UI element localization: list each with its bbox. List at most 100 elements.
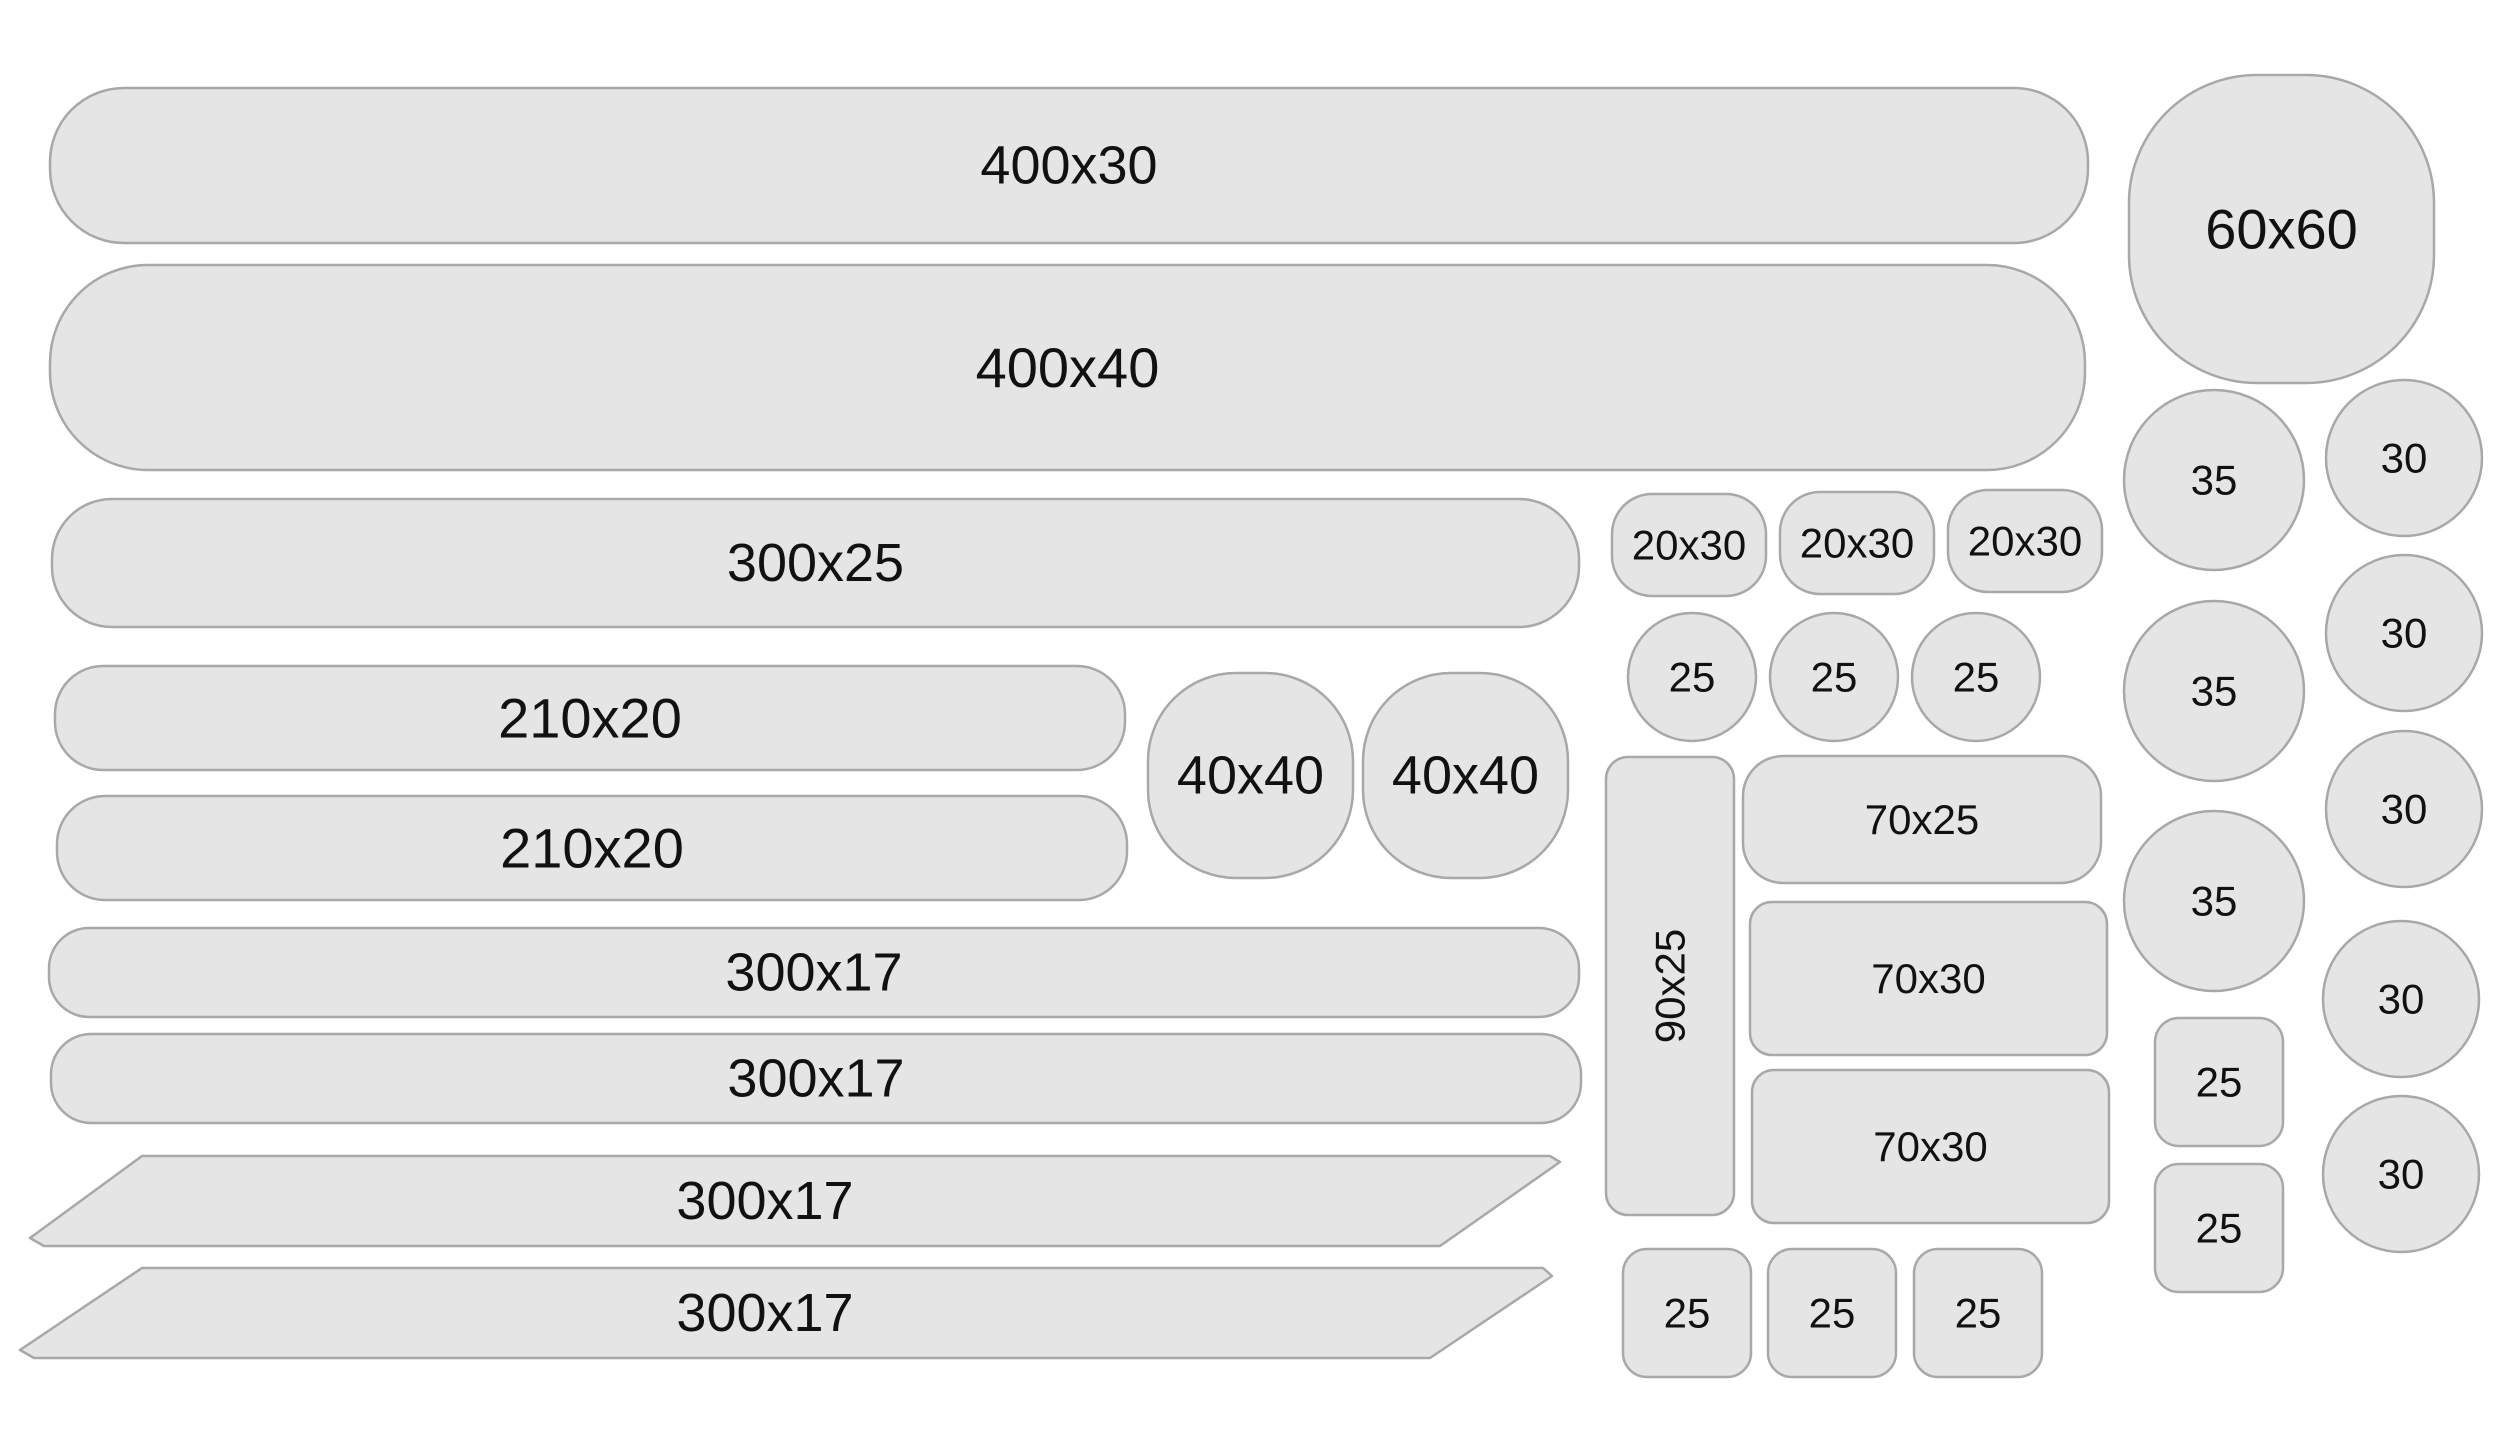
piece-size-label: 70x30 bbox=[1871, 955, 1985, 1002]
piece-size-label: 25 bbox=[1953, 654, 2000, 701]
piece-25-circle: 25 bbox=[1910, 611, 2042, 743]
piece-25-rounded-square: 25 bbox=[2153, 1162, 2285, 1294]
circle-shape bbox=[1910, 611, 2042, 743]
rounded-rect-shape bbox=[1741, 754, 2103, 885]
rounded-rect-shape bbox=[53, 664, 1127, 772]
piece-size-label: 35 bbox=[2191, 878, 2238, 925]
rounded-rect-shape bbox=[1778, 490, 1936, 596]
piece-300x25-rounded-rect: 300x25 bbox=[50, 497, 1581, 629]
circle-shape bbox=[2122, 388, 2306, 572]
piece-size-label: 70x30 bbox=[1873, 1123, 1987, 1170]
piece-400x40-rounded-rect: 400x40 bbox=[48, 263, 2087, 472]
rounded-square-shape bbox=[1361, 671, 1570, 880]
piece-size-label: 400x40 bbox=[976, 336, 1160, 399]
piece-30-circle: 30 bbox=[2324, 729, 2484, 889]
piece-25-circle: 25 bbox=[1626, 611, 1758, 743]
piece-25-rounded-square: 25 bbox=[2153, 1016, 2285, 1148]
piece-size-label: 30 bbox=[2381, 435, 2428, 482]
circle-shape bbox=[2324, 729, 2484, 889]
piece-size-label: 35 bbox=[2191, 457, 2238, 504]
piece-20x30-rounded-rect: 20x30 bbox=[1610, 492, 1768, 598]
piece-size-label: 20x30 bbox=[1632, 522, 1746, 569]
piece-size-label: 20x30 bbox=[1968, 518, 2082, 565]
piece-size-label: 300x17 bbox=[725, 943, 902, 1003]
piece-70x30-rounded-rect: 70x30 bbox=[1750, 1068, 2111, 1225]
piece-size-label: 210x20 bbox=[498, 687, 682, 750]
piece-300x17-rounded-rect: 300x17 bbox=[47, 926, 1581, 1019]
piece-size-label: 30 bbox=[2381, 610, 2428, 657]
piece-size-label: 30 bbox=[2381, 786, 2428, 833]
circle-shape bbox=[2321, 919, 2481, 1079]
piece-size-label: 35 bbox=[2191, 668, 2238, 715]
piece-size-label: 400x30 bbox=[980, 136, 1157, 196]
piece-size-label: 90x25 bbox=[1647, 929, 1694, 1043]
rounded-square-shape bbox=[1621, 1247, 1753, 1379]
rounded-rect-shape bbox=[1748, 900, 2109, 1057]
piece-size-label: 25 bbox=[2196, 1059, 2243, 1106]
circle-shape bbox=[1626, 611, 1758, 743]
rounded-rect-shape bbox=[1750, 1068, 2111, 1225]
circle-shape bbox=[1768, 611, 1900, 743]
piece-size-label: 25 bbox=[1664, 1290, 1711, 1337]
piece-25-rounded-square: 25 bbox=[1912, 1247, 2044, 1379]
rounded-rect-shape bbox=[55, 794, 1129, 902]
rounded-square-shape bbox=[1912, 1247, 2044, 1379]
piece-size-label: 300x25 bbox=[727, 533, 904, 593]
piece-400x30-rounded-rect: 400x30 bbox=[48, 86, 2090, 245]
piece-size-label: 25 bbox=[1669, 654, 1716, 701]
circle-shape bbox=[2324, 378, 2484, 538]
circle-shape bbox=[2324, 553, 2484, 713]
piece-20x30-rounded-rect: 20x30 bbox=[1946, 488, 2104, 594]
piece-40x40-rounded-square: 40x40 bbox=[1146, 671, 1355, 880]
piece-30-circle: 30 bbox=[2324, 378, 2484, 538]
piece-40x40-rounded-square: 40x40 bbox=[1361, 671, 1570, 880]
piece-size-label: 40x40 bbox=[1392, 746, 1539, 806]
rounded-rect-shape bbox=[47, 926, 1581, 1019]
piece-size-label: 25 bbox=[1811, 654, 1858, 701]
piece-size-label: 25 bbox=[2196, 1205, 2243, 1252]
piece-size-label: 25 bbox=[1955, 1290, 2002, 1337]
piece-300x17-parallelogram: 300x17 bbox=[18, 1266, 1554, 1360]
rounded-square-shape bbox=[2153, 1016, 2285, 1148]
rounded-square-shape bbox=[2153, 1162, 2285, 1294]
piece-size-label: 300x17 bbox=[727, 1049, 904, 1109]
piece-size-label: 300x17 bbox=[676, 1171, 853, 1231]
piece-70x25-rounded-rect: 70x25 bbox=[1741, 754, 2103, 885]
rounded-rect-shape bbox=[49, 1032, 1583, 1125]
rounded-rect-shape bbox=[50, 497, 1581, 629]
piece-35-circle: 35 bbox=[2122, 388, 2306, 572]
piece-300x17-rounded-rect: 300x17 bbox=[49, 1032, 1583, 1125]
rounded-rect-shape bbox=[48, 263, 2087, 472]
piece-90x25-rounded-rect: 90x25 bbox=[1604, 755, 1736, 1217]
rounded-rect-shape bbox=[48, 86, 2090, 245]
parallelogram-shape bbox=[18, 1266, 1554, 1360]
piece-size-label: 20x30 bbox=[1800, 520, 1914, 567]
piece-20x30-rounded-rect: 20x30 bbox=[1778, 490, 1936, 596]
piece-210x20-rounded-rect: 210x20 bbox=[55, 794, 1129, 902]
parallelogram-shape bbox=[28, 1154, 1562, 1248]
piece-25-circle: 25 bbox=[1768, 611, 1900, 743]
piece-size-label: 40x40 bbox=[1177, 746, 1324, 806]
rounded-square-shape bbox=[1766, 1247, 1898, 1379]
circle-shape bbox=[2122, 599, 2306, 783]
rounded-square-shape bbox=[1146, 671, 1355, 880]
piece-size-label: 60x60 bbox=[2205, 198, 2358, 261]
piece-30-circle: 30 bbox=[2321, 919, 2481, 1079]
rounded-rect-shape bbox=[1946, 488, 2104, 594]
circle-shape bbox=[2122, 809, 2306, 993]
piece-300x17-parallelogram: 300x17 bbox=[28, 1154, 1562, 1248]
piece-size-label: 30 bbox=[2378, 1151, 2425, 1198]
circle-shape bbox=[2321, 1094, 2481, 1254]
piece-30-circle: 30 bbox=[2321, 1094, 2481, 1254]
rounded-rect-shape bbox=[1610, 492, 1768, 598]
piece-25-rounded-square: 25 bbox=[1621, 1247, 1753, 1379]
rounded-rect-shape bbox=[1604, 755, 1736, 1217]
piece-210x20-rounded-rect: 210x20 bbox=[53, 664, 1127, 772]
piece-size-label: 300x17 bbox=[676, 1283, 853, 1343]
piece-size-label: 25 bbox=[1809, 1290, 1856, 1337]
piece-size-label: 210x20 bbox=[500, 817, 684, 880]
piece-35-circle: 35 bbox=[2122, 599, 2306, 783]
piece-70x30-rounded-rect: 70x30 bbox=[1748, 900, 2109, 1057]
piece-size-label: 30 bbox=[2378, 976, 2425, 1023]
